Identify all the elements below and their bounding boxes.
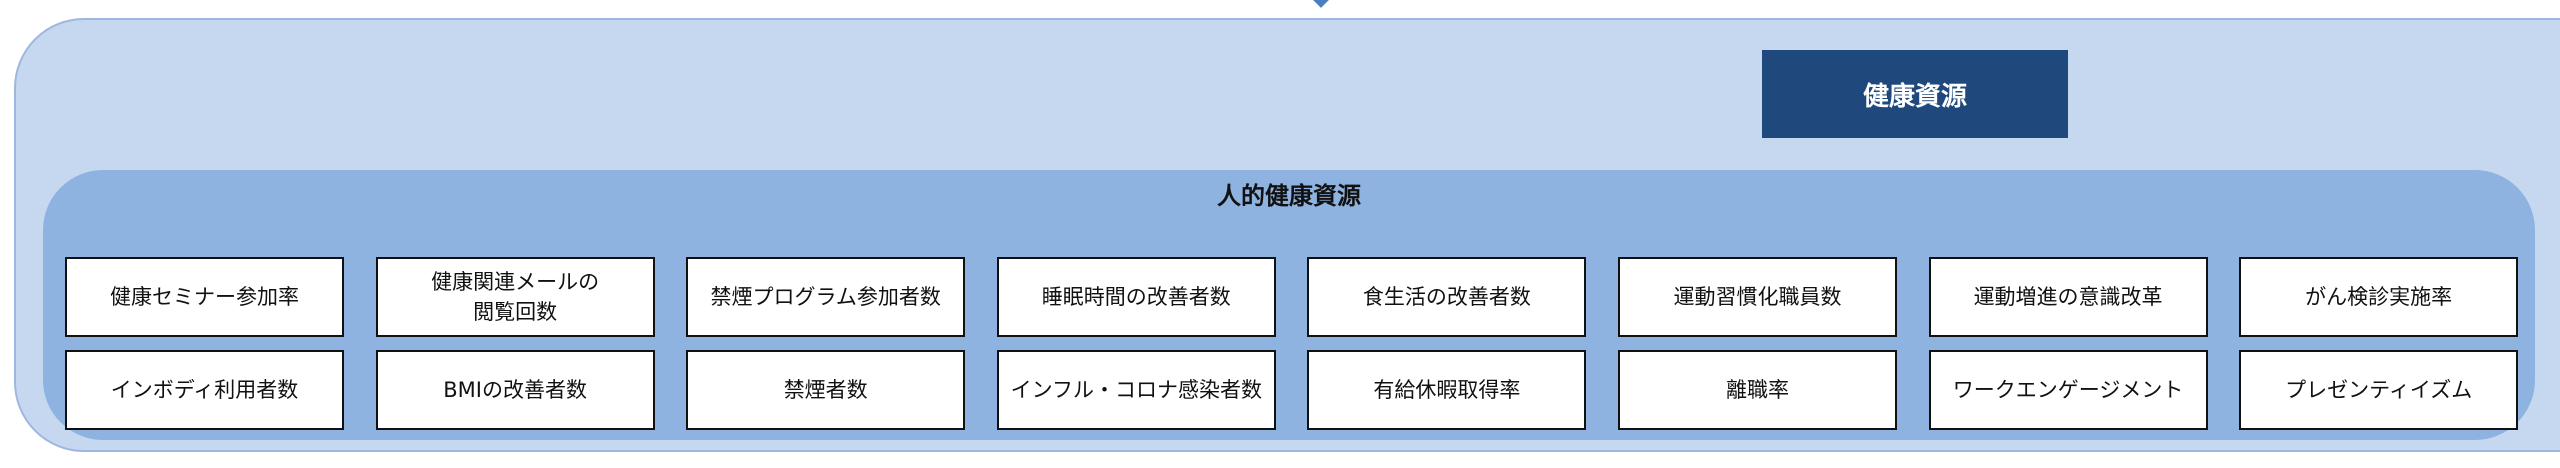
metric-box: 健康セミナー参加率 [65, 257, 344, 337]
metric-box: がん検診実施率 [2239, 257, 2519, 337]
metric-box: 運動習慣化職員数 [1617, 257, 1897, 337]
metric-box: プレゼンティイズム [2239, 350, 2519, 430]
metric-box: 運動増進の意識改革 [1928, 257, 2208, 337]
metric-box: BMIの改善者数 [375, 350, 655, 430]
metric-box: ワークエンゲージメント [1928, 350, 2208, 430]
metric-box: 禁煙プログラム参加者数 [686, 257, 966, 337]
metric-box: インフル・コロナ感染者数 [996, 350, 1276, 430]
metric-box: 有給休暇取得率 [1307, 350, 1587, 430]
metric-box: 禁煙者数 [686, 350, 966, 430]
metric-box: 離職率 [1617, 350, 1897, 430]
metric-box: 睡眠時間の改善者数 [996, 257, 1276, 337]
group-title: 人的健康資源 [1217, 182, 1361, 210]
metric-box: 健康関連メールの 閲覧回数 [375, 257, 655, 337]
metric-box: インボディ利用者数 [65, 350, 344, 430]
human-health-resources-group: 人的健康資源 健康セミナー参加率 健康関連メールの 閲覧回数 禁煙プログラム参加… [43, 170, 2535, 440]
health-resources-header: 健康資源 [1762, 50, 2068, 138]
metrics-grid: 健康セミナー参加率 健康関連メールの 閲覧回数 禁煙プログラム参加者数 睡眠時間… [65, 257, 2519, 430]
connector-arrow-icon [1311, 0, 1331, 8]
metric-box: 食生活の改善者数 [1307, 257, 1587, 337]
